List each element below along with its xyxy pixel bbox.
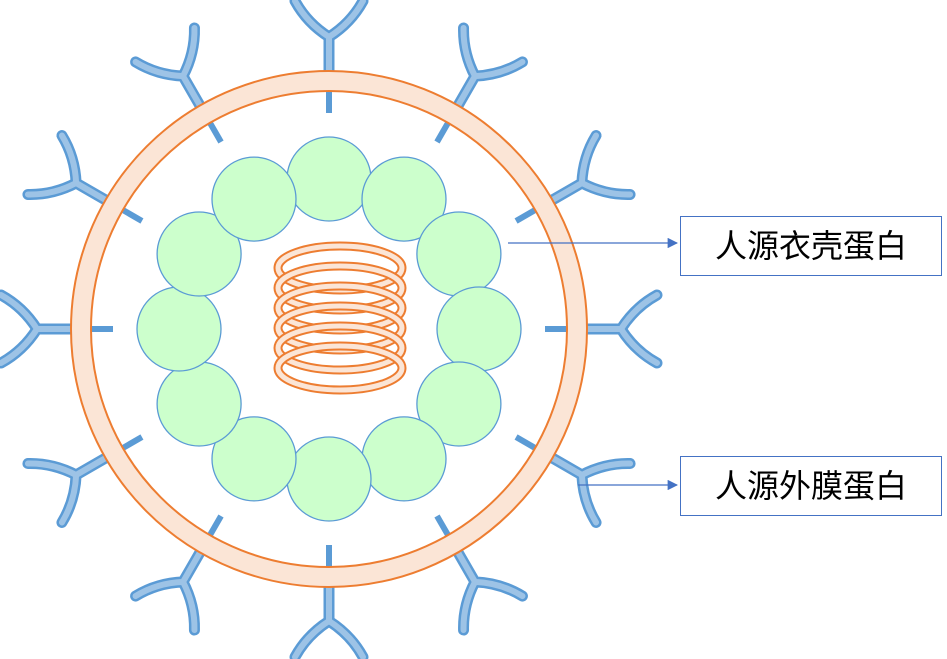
nucleic-acid-coil <box>273 241 407 395</box>
capsid-sphere <box>361 416 447 502</box>
capsid-sphere <box>286 136 372 222</box>
envelope-protein-label: 人源外膜蛋白 <box>680 456 942 516</box>
capsid-layer <box>136 136 522 522</box>
capsid-sphere <box>156 211 242 297</box>
spike-protein <box>0 289 113 369</box>
capsid-sphere <box>136 286 222 372</box>
capsid-sphere <box>436 286 522 372</box>
capsid-sphere <box>211 416 297 502</box>
capsid-sphere <box>361 156 447 242</box>
capsid-sphere <box>211 156 297 242</box>
capsid-sphere <box>156 361 242 447</box>
spike-protein <box>22 434 144 528</box>
capsid-sphere <box>416 361 502 447</box>
surface-spikes <box>0 0 663 659</box>
capsid-sphere <box>416 211 502 297</box>
spike-protein <box>289 545 369 659</box>
spike-protein <box>514 130 636 224</box>
capsid-protein-label: 人源衣壳蛋白 <box>680 216 942 276</box>
spike-protein <box>130 514 224 636</box>
capsid-sphere <box>286 436 372 522</box>
spike-protein <box>545 289 663 369</box>
viral-envelope-inner-fill <box>72 72 586 586</box>
spike-protein <box>289 0 369 113</box>
spike-protein <box>434 514 528 636</box>
spike-protein <box>514 434 636 528</box>
